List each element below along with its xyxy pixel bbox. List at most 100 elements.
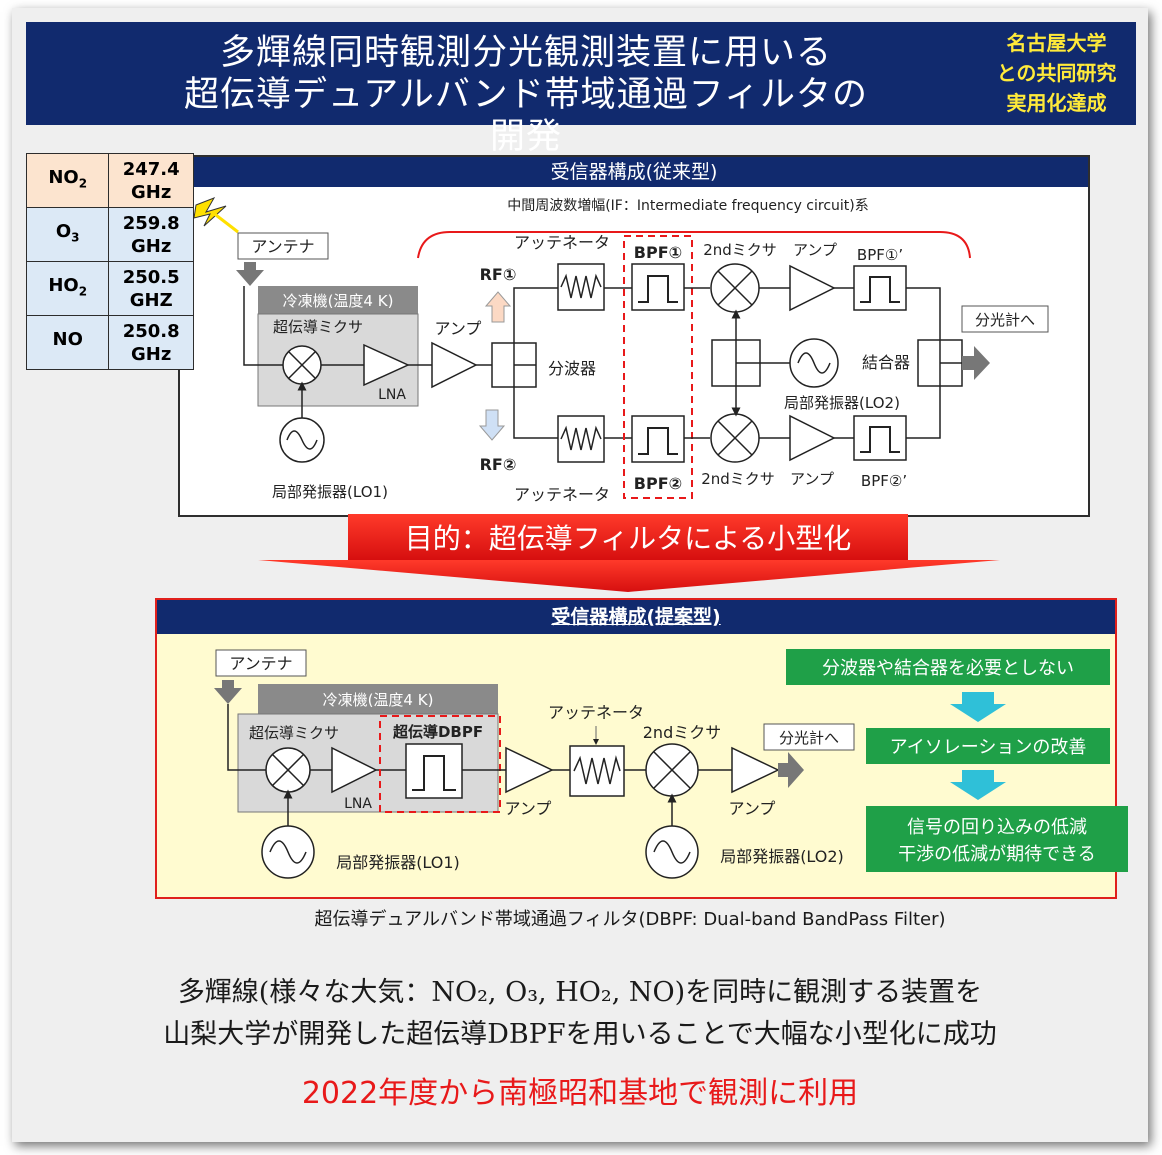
- p-mixer2-icon: [645, 743, 699, 797]
- fridge-label: 冷凍機(温度4 K): [283, 292, 394, 310]
- rf1-label: RF①: [480, 265, 517, 284]
- benefit-box-1: [786, 649, 1110, 685]
- mixer2-top-icon: [710, 263, 760, 313]
- benefit-3-line-1: 信号の回り込みの低減: [907, 817, 1087, 838]
- gas-name: NO: [25, 315, 110, 370]
- gas-name: O3: [25, 207, 110, 262]
- bpf2p-label: BPF②’: [861, 472, 907, 490]
- p-lo2-oscillator-icon: [645, 825, 699, 879]
- summary: 多輝線(様々な大気：NO₂, O₃, HO₂, NO)を同時に観測する装置を 山…: [40, 972, 1120, 1056]
- p-lna-icon: [331, 746, 378, 794]
- lo2-splitter-icon: [711, 339, 761, 387]
- lo2-oscillator-icon: [789, 338, 839, 388]
- rf2-label: RF②: [480, 455, 517, 474]
- bpf2-label: BPF②: [634, 474, 682, 493]
- p-antenna-icon: [214, 680, 242, 704]
- benefit-3-line-2: 干渉の低減が期待できる: [898, 844, 1096, 865]
- bpf1p-icon: [853, 265, 907, 311]
- amp-bottom-label: アンプ: [790, 470, 834, 488]
- conventional-header: 受信器構成(従来型): [180, 157, 1088, 187]
- mixer2-bottom-icon: [710, 413, 760, 463]
- attenuator-bottom-icon: [557, 415, 605, 463]
- bpf2-icon: [631, 415, 685, 463]
- combiner-label: 結合器: [862, 353, 910, 372]
- output-arrow-icon: [962, 346, 990, 380]
- purpose-arrow: [258, 514, 1000, 592]
- bpf1p-label: BPF①’: [857, 246, 903, 264]
- summary-highlight: 2022年度から南極昭和基地で観測に利用: [301, 1076, 859, 1111]
- bpf2p-icon: [853, 415, 907, 461]
- title-banner: 多輝線同時観測分光観測装置に用いる 超伝導デュアルバンド帯域通過フィルタの開発 …: [26, 22, 1136, 157]
- lna-icon: [363, 343, 410, 387]
- attenuator-top-label: アッテネータ: [514, 233, 610, 252]
- bpf1-label: BPF①: [634, 243, 682, 262]
- lo1-oscillator-icon: [279, 417, 325, 463]
- to-spectrometer-box: [961, 305, 1049, 333]
- benefit-box-2: [866, 728, 1110, 764]
- down-arrow-icon: [950, 770, 1006, 800]
- rf1-arrow-icon: [484, 291, 512, 323]
- p-lo1-label: 局部発振器(LO1): [336, 853, 460, 872]
- p-sc-mixer-label: 超伝導ミクサ: [249, 724, 339, 742]
- p-amp2-icon: [731, 746, 780, 794]
- amp-top-label: アンプ: [793, 241, 837, 259]
- note-line-3: 実用化達成: [1006, 91, 1107, 115]
- fridge-header: [258, 286, 418, 314]
- attenuator-bottom-label: アッテネータ: [514, 485, 610, 504]
- p-mixer2-label: 2ndミクサ: [643, 723, 721, 742]
- collaboration-note: 名古屋大学 との共同研究 実用化達成: [989, 28, 1124, 118]
- p-sc-dbpf-label: 超伝導DBPF: [392, 723, 483, 741]
- p-dbpf-icon: [405, 743, 463, 799]
- p-fridge-label: 冷凍機(温度4 K): [323, 691, 434, 709]
- p-antenna-label-box: [215, 649, 307, 677]
- combiner-icon: [917, 339, 963, 387]
- amp-icon: [431, 341, 478, 389]
- gas-name: HO2: [25, 261, 110, 316]
- splitter-icon: [491, 342, 537, 388]
- if-bracket: [417, 231, 971, 259]
- dbpf-caption: 超伝導デュアルバンド帯域通過フィルタ(DBPF: Dual-band BandP…: [314, 909, 946, 930]
- down-arrow-icon: [950, 692, 1006, 722]
- p-to-spectrometer-label: 分光計へ: [779, 729, 839, 747]
- p-antenna-label: アンテナ: [229, 654, 292, 673]
- attenuator-top-icon: [557, 263, 605, 311]
- p-sc-mixer-icon: [265, 747, 311, 793]
- summary-line-1: 多輝線(様々な大気：NO₂, O₃, HO₂, NO)を同時に観測する装置を: [177, 977, 983, 1008]
- sc-mixer-icon: [282, 345, 322, 385]
- lo2-label: 局部発振器(LO2): [784, 394, 900, 412]
- amp-top-icon: [789, 264, 836, 312]
- lna-label: LNA: [378, 387, 406, 403]
- gas-name: NO2: [25, 153, 110, 208]
- p-lo2-label: 局部発振器(LO2): [720, 847, 844, 866]
- proposed-header: 受信器構成(提案型): [157, 600, 1115, 634]
- sc-mixer-label: 超伝導ミクサ: [273, 318, 363, 336]
- mixer2-bottom-label: 2ndミクサ: [701, 470, 775, 488]
- mixer2-top-label: 2ndミクサ: [703, 241, 777, 259]
- benefit-1: 分波器や結合器を必要としない: [822, 658, 1074, 679]
- p-amp1-icon: [505, 746, 554, 794]
- amp-label: アンプ: [435, 319, 482, 338]
- page-title: 多輝線同時観測分光観測装置に用いる 超伝導デュアルバンド帯域通過フィルタの開発: [176, 32, 876, 158]
- p-dbpf-highlight-frame: [379, 715, 501, 813]
- summary-line-2: 山梨大学が開発した超伝導DBPFを用いることで大幅な小型化に成功: [163, 1019, 997, 1050]
- splitter-label: 分波器: [548, 359, 596, 378]
- lo1-label: 局部発振器(LO1): [272, 483, 388, 501]
- p-to-spectrometer-box: [763, 723, 855, 751]
- rf2-arrow-icon: [478, 409, 506, 441]
- title-line-1: 多輝線同時観測分光観測装置に用いる: [219, 33, 832, 73]
- p-attenuator-icon: [569, 745, 625, 797]
- antenna-icon: [236, 262, 264, 286]
- antenna-label: アンテナ: [251, 237, 314, 256]
- title-line-2: 超伝導デュアルバンド帯域通過フィルタの開発: [183, 75, 868, 157]
- p-amp1-label: アンプ: [505, 799, 552, 818]
- p-attenuator-label: アッテネータ: [548, 703, 644, 722]
